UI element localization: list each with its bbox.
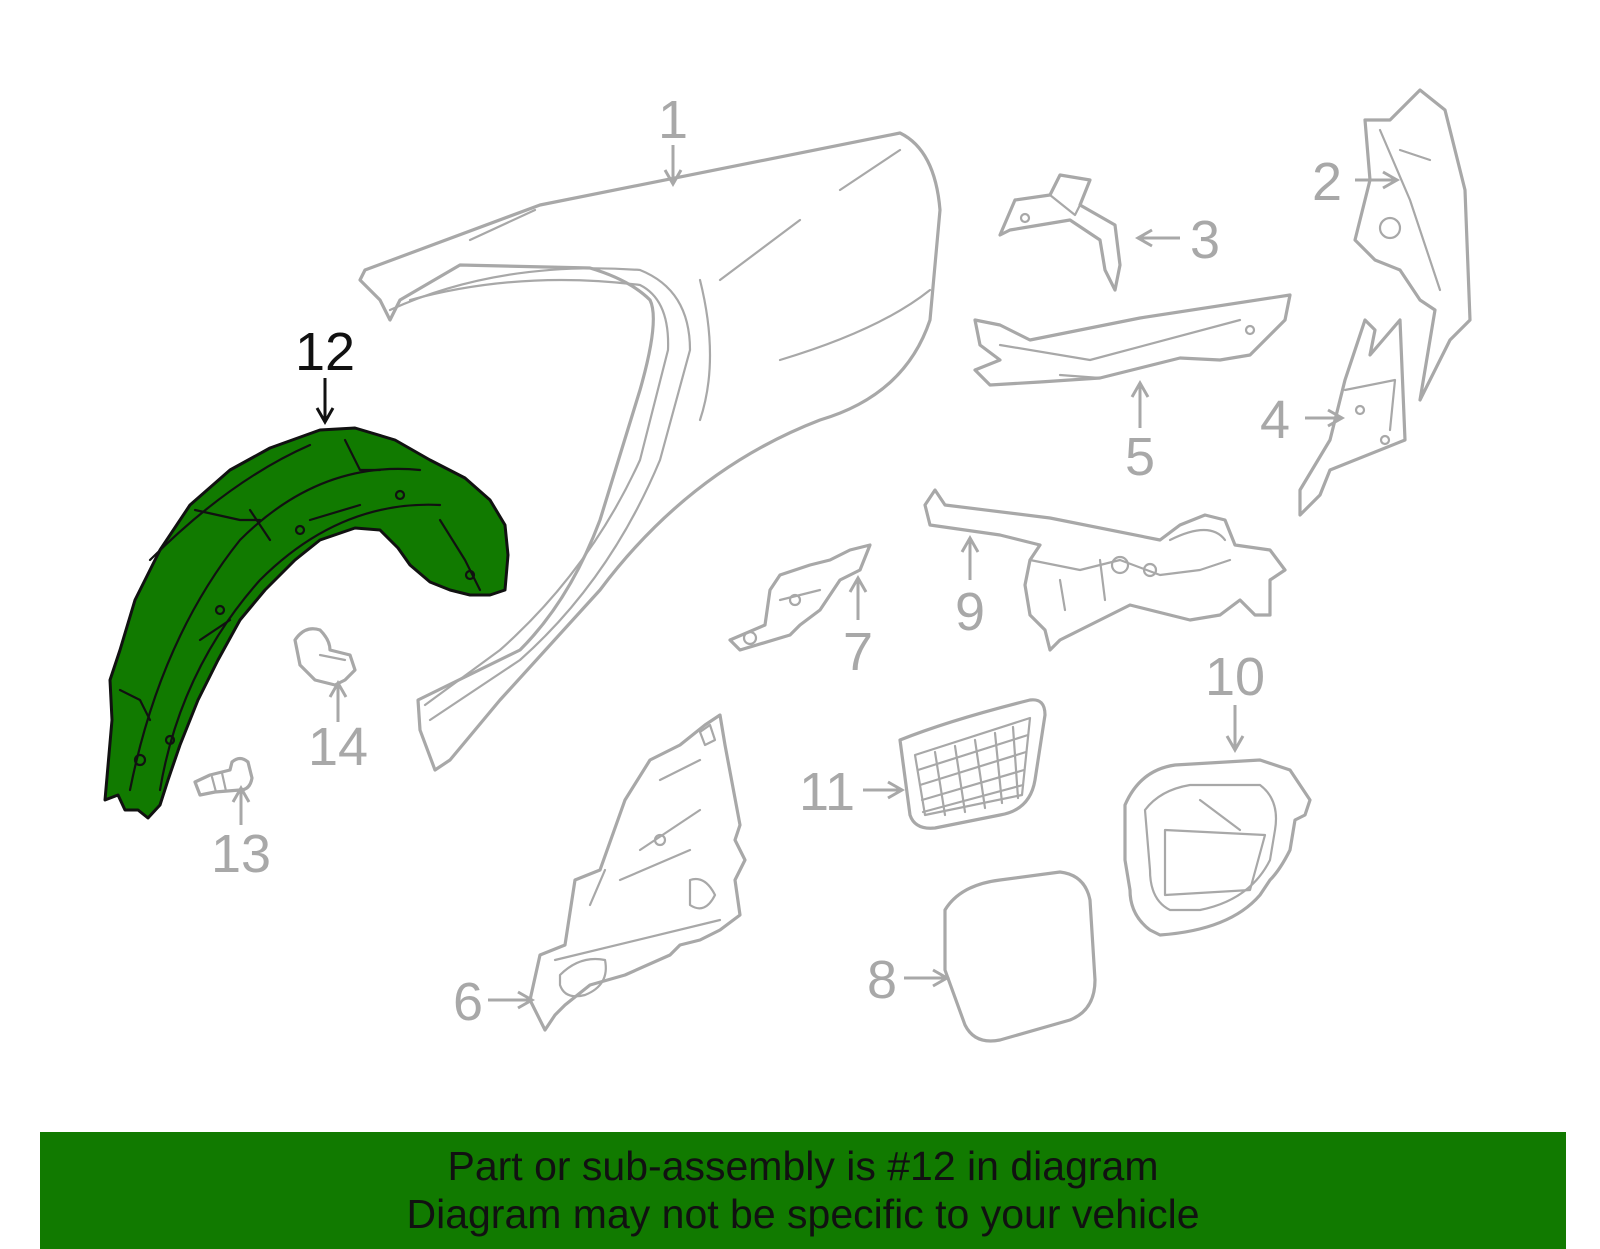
leader-13 (231, 784, 251, 825)
banner-line-part-number: Part or sub-assembly is #12 in diagram (447, 1143, 1159, 1189)
part-12-wheel-liner (103, 426, 510, 820)
part-4-bracket (1298, 318, 1407, 517)
callout-5: 5 (1125, 427, 1155, 487)
callout-1: 1 (658, 90, 688, 150)
leader-5 (1130, 379, 1150, 428)
callout-2: 2 (1312, 152, 1342, 212)
callout-9: 9 (955, 582, 985, 642)
leader-10 (1225, 705, 1245, 754)
part-1-quarter-panel (358, 131, 942, 772)
callout-4: 4 (1260, 390, 1290, 450)
leader-14 (328, 679, 348, 722)
callout-6: 6 (453, 972, 483, 1032)
part-8-fuel-door (943, 870, 1097, 1043)
callout-7: 7 (843, 622, 873, 682)
leader-9 (960, 534, 980, 580)
callout-11: 11 (799, 762, 855, 822)
part-9-fuel-housing (923, 488, 1287, 652)
callout-12: 12 (295, 322, 355, 382)
part-2-bracket (1353, 88, 1472, 402)
leader-8 (904, 968, 951, 988)
leader-11 (863, 780, 906, 800)
callout-8: 8 (867, 950, 897, 1010)
callout-10: 10 (1205, 647, 1265, 707)
leader-2 (1355, 170, 1401, 190)
callout-13: 13 (211, 824, 271, 884)
leader-12 (315, 378, 335, 426)
part-11-grille (898, 698, 1047, 830)
banner-line-disclaimer: Diagram may not be specific to your vehi… (406, 1191, 1200, 1237)
part-6-inner-panel (528, 713, 747, 1032)
part-5-rail (973, 293, 1292, 387)
callout-14: 14 (308, 717, 368, 777)
leader-4 (1305, 408, 1346, 428)
part-14-clip (293, 627, 357, 687)
part-3-bracket (998, 173, 1122, 292)
part-7-bracket (728, 543, 872, 652)
leader-6 (488, 990, 536, 1010)
leader-1 (663, 145, 683, 188)
leader-7 (848, 574, 868, 620)
leader-arrows (231, 145, 1401, 1010)
callout-labels: 1 2 3 4 5 6 7 8 9 10 11 12 13 14 (211, 90, 1342, 1032)
leader-3 (1134, 228, 1180, 248)
callout-3: 3 (1190, 210, 1220, 270)
part-10-fuel-door-housing (1123, 758, 1312, 937)
info-banner: Part or sub-assembly is #12 in diagram D… (40, 1132, 1566, 1249)
